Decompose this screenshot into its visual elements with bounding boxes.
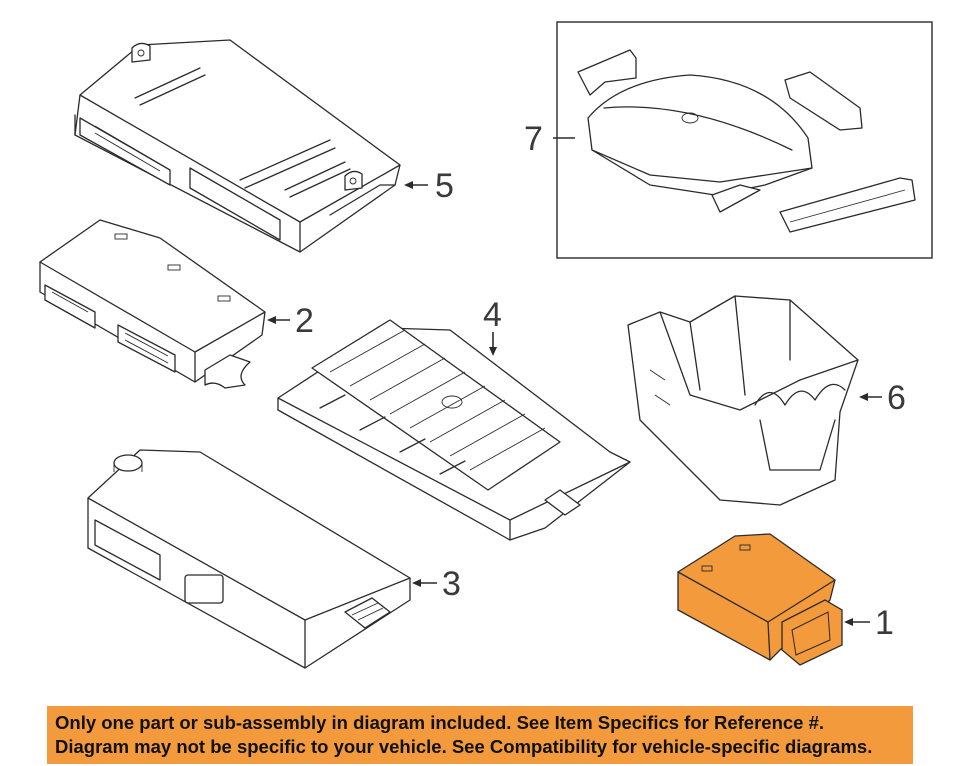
part-2-gateway-module xyxy=(39,219,266,389)
callout-6: 6 xyxy=(887,379,906,417)
callout-3: 3 xyxy=(442,565,461,603)
callout-5: 5 xyxy=(435,167,454,205)
part-3-body-module xyxy=(87,449,411,669)
part-5-control-module xyxy=(74,39,401,253)
callout-4-arrowhead xyxy=(489,347,497,356)
callout-7: 7 xyxy=(524,120,543,158)
part-4-finned-module xyxy=(277,319,631,541)
callout-1-arrowhead xyxy=(844,618,853,626)
disclaimer-line-1: Only one part or sub-assembly in diagram… xyxy=(55,712,825,733)
parts-diagram: 5 2 3 xyxy=(39,21,933,669)
callout-6-arrowhead xyxy=(859,393,868,401)
callout-3-arrowhead xyxy=(412,579,421,587)
callout-4: 4 xyxy=(483,296,502,334)
disclaimer-banner: Only one part or sub-assembly in diagram… xyxy=(47,706,913,764)
callout-2: 2 xyxy=(295,302,314,340)
part-6-housing-bracket xyxy=(627,295,859,506)
callout-5-arrowhead xyxy=(404,181,413,189)
disclaimer-line-2: Diagram may not be specific to your vehi… xyxy=(55,736,873,757)
part-1-highlighted-module xyxy=(677,533,843,666)
part-7-cover-kit-inset xyxy=(556,21,933,259)
callout-2-arrowhead xyxy=(267,316,276,324)
callout-1: 1 xyxy=(875,604,894,642)
